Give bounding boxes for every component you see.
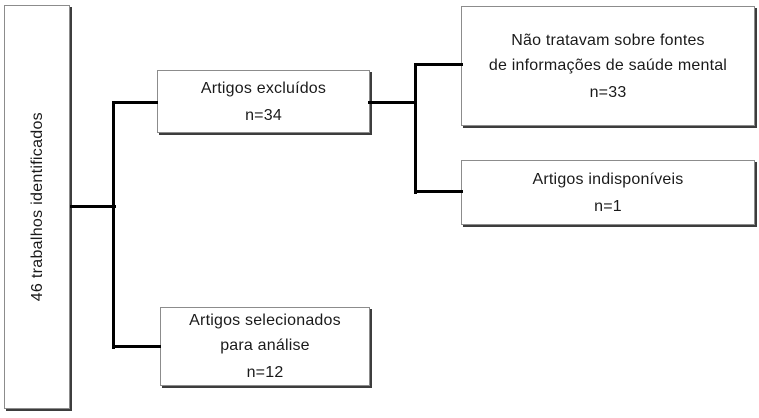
connector-source-stub bbox=[70, 205, 116, 208]
connector-branch-unavailable bbox=[414, 190, 463, 193]
box-not-about-sources-label-line1: Não tratavam sobre fontes bbox=[511, 31, 705, 49]
box-unavailable-articles: Artigos indisponíveis n=1 bbox=[461, 160, 755, 225]
connector-branch-selected bbox=[112, 345, 161, 348]
box-identified-label: 46 trabalhos identificados bbox=[28, 112, 46, 302]
box-unavailable-count: n=1 bbox=[594, 197, 622, 215]
box-excluded-label: Artigos excluídos bbox=[200, 79, 327, 97]
box-unavailable-label: Artigos indisponíveis bbox=[532, 170, 684, 188]
connector-right-spine bbox=[414, 63, 417, 194]
connector-branch-excluded bbox=[112, 101, 158, 104]
box-not-about-sources-count: n=33 bbox=[589, 83, 627, 101]
connector-excluded-stub bbox=[368, 101, 416, 104]
box-excluded-articles: Artigos excluídos n=34 bbox=[157, 70, 370, 133]
box-identified-works: 46 trabalhos identificados bbox=[4, 5, 70, 409]
box-not-about-sources: Não tratavam sobre fontes de informações… bbox=[461, 6, 755, 126]
connector-left-spine bbox=[112, 101, 115, 349]
connector-branch-not-sources bbox=[414, 63, 463, 66]
box-not-about-sources-label-line2: de informações de saúde mental bbox=[488, 56, 728, 74]
box-excluded-count: n=34 bbox=[245, 106, 282, 124]
box-selected-label-line1: Artigos selecionados bbox=[189, 312, 341, 329]
box-selected-count: n=12 bbox=[246, 364, 284, 381]
box-selected-label-line2: para análise bbox=[220, 337, 310, 354]
box-selected-articles: Artigos selecionados para análise n=12 bbox=[160, 307, 370, 386]
